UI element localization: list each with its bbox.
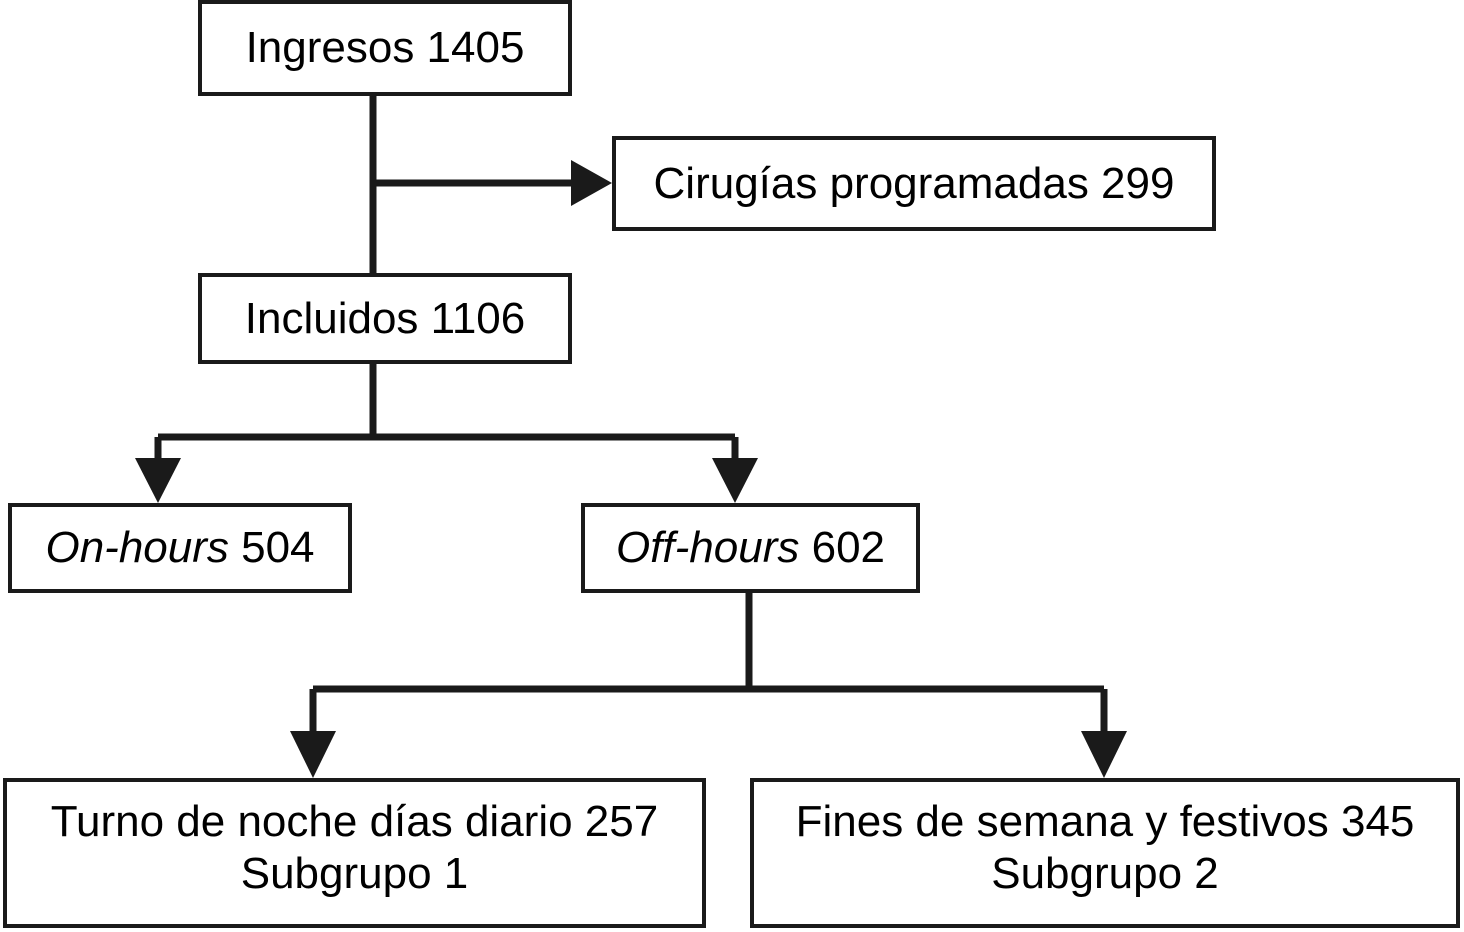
node-ingresos-label: Ingresos 1405: [245, 23, 525, 73]
node-cirugias-programadas[interactable]: Cirugías programadas 299: [612, 136, 1216, 231]
node-subgrupo-1-label: Turno de noche días diario 257 Subgrupo …: [50, 797, 659, 898]
node-subgrupo-2[interactable]: Fines de semana y festivos 345 Subgrupo …: [750, 778, 1460, 928]
arrowhead-down-subgrupo-1: [290, 731, 336, 778]
arrowhead-right-cirugias: [571, 160, 612, 206]
node-off-hours-label: Off-hours 602: [616, 522, 885, 574]
node-on-hours-count: 504: [228, 523, 315, 573]
node-off-hours-count: 602: [799, 523, 886, 573]
node-on-hours-label: On-hours 504: [45, 522, 314, 574]
arrowhead-down-off-hours: [712, 458, 758, 503]
node-incluidos-label: Incluidos 1106: [244, 293, 526, 343]
node-off-hours-term: Off-hours: [615, 523, 800, 573]
node-off-hours[interactable]: Off-hours 602: [581, 503, 920, 593]
node-cirugias-programadas-label: Cirugías programadas 299: [653, 158, 1175, 208]
node-ingresos[interactable]: Ingresos 1405: [198, 0, 572, 96]
node-subgrupo-2-label: Fines de semana y festivos 345 Subgrupo …: [795, 797, 1415, 898]
node-on-hours-term: On-hours: [45, 523, 229, 573]
arrowhead-down-subgrupo-2: [1081, 731, 1127, 778]
arrowhead-down-on-hours: [135, 458, 181, 503]
node-on-hours[interactable]: On-hours 504: [8, 503, 352, 593]
node-subgrupo-1[interactable]: Turno de noche días diario 257 Subgrupo …: [3, 778, 706, 928]
node-incluidos[interactable]: Incluidos 1106: [198, 273, 572, 364]
